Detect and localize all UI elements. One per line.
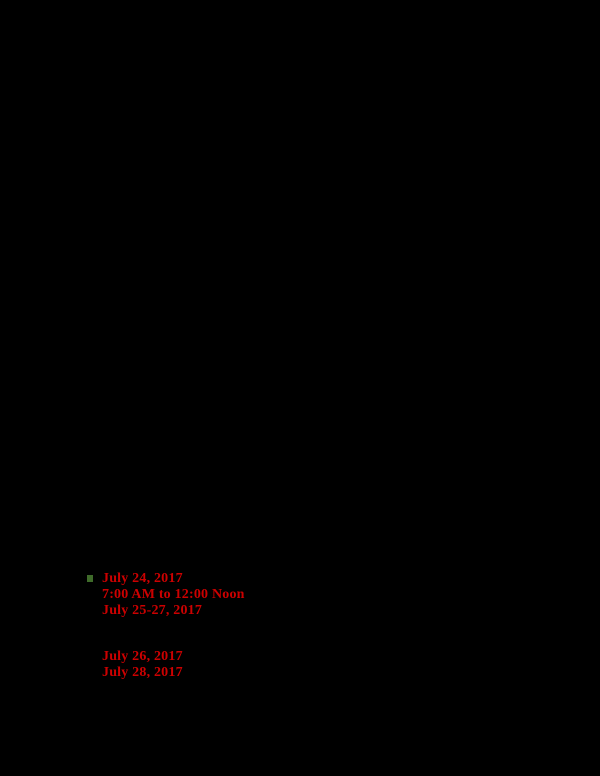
schedule-time: 7:00 AM to 12:00 Noon xyxy=(102,587,245,602)
schedule-date-range: July 25-27, 2017 xyxy=(102,603,203,618)
schedule-extra-date: July 26, 2017 xyxy=(102,649,183,664)
square-bullet-icon xyxy=(87,575,93,582)
schedule-date: July 24, 2017 xyxy=(102,571,183,586)
schedule-extra-date: July 28, 2017 xyxy=(102,665,183,680)
